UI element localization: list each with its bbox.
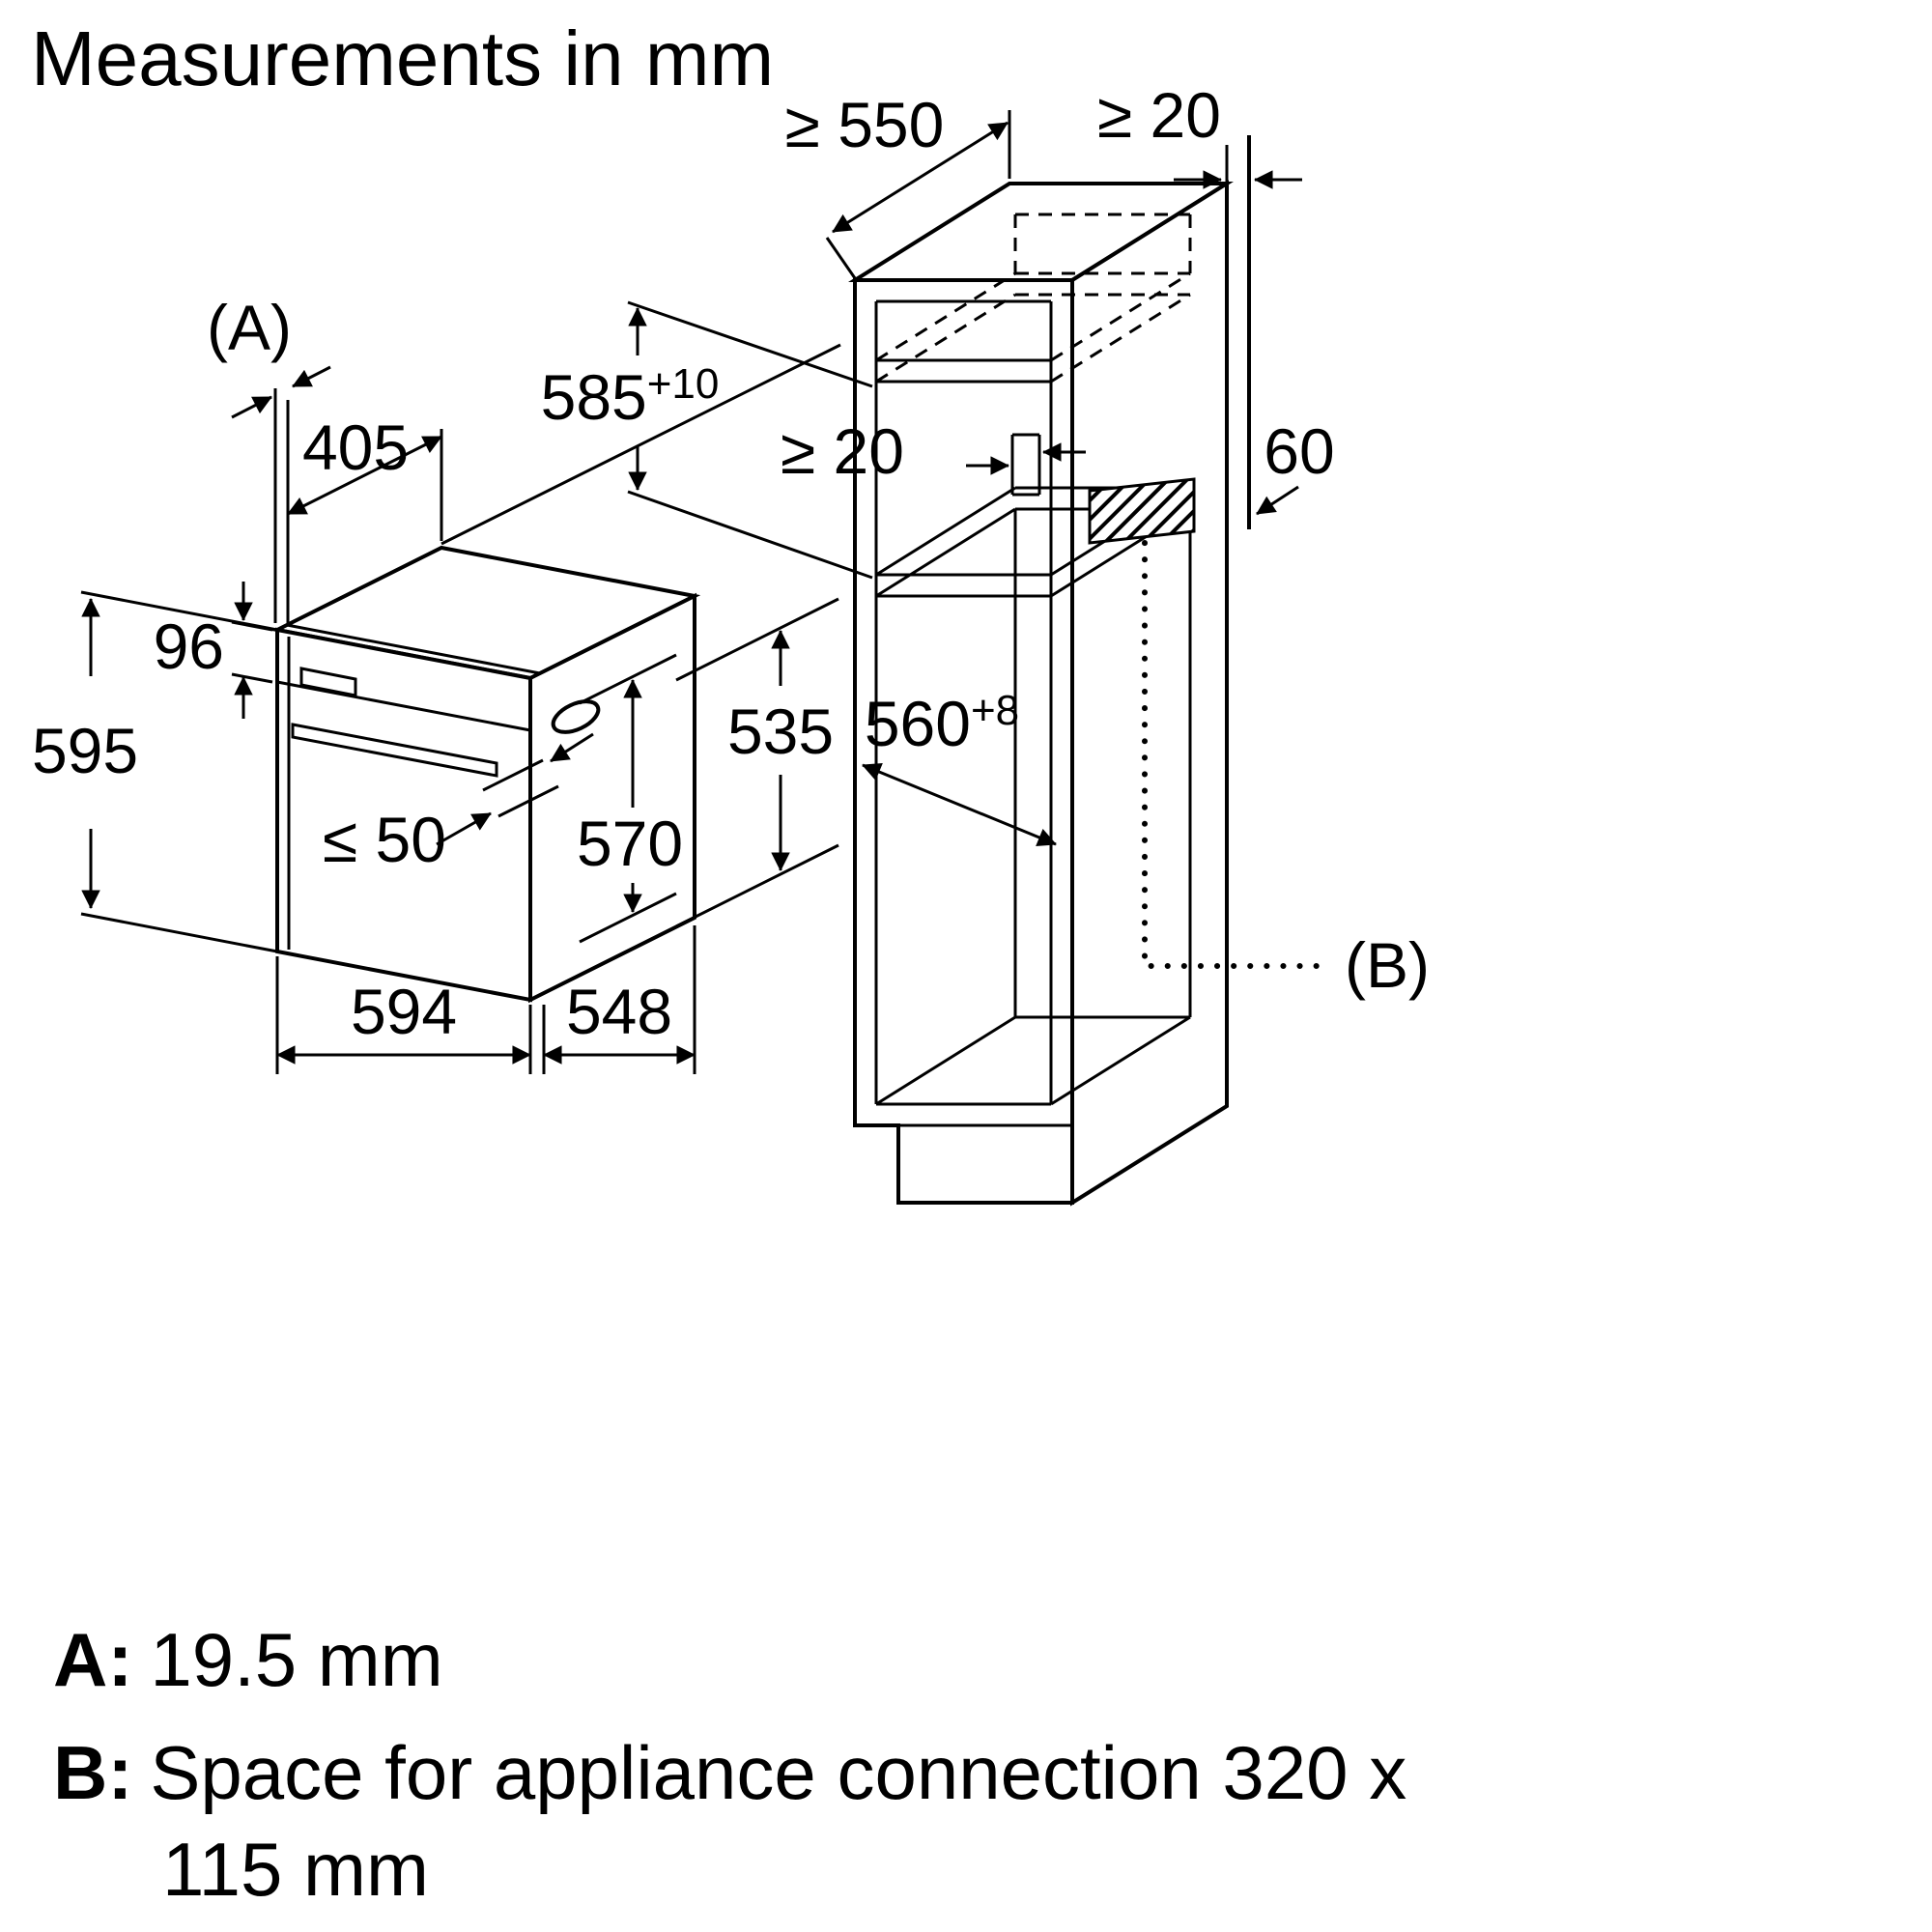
- dim-560-tolerance: +8: [971, 687, 1019, 734]
- dim-label-594: 594: [351, 976, 457, 1047]
- legend-b-value-line1: Space for appliance connection 320 x: [150, 1730, 1406, 1815]
- projection-line: [440, 343, 841, 546]
- dim-label-560: 560+8: [865, 687, 1019, 759]
- dim-rear-height-535: 535: [675, 597, 839, 928]
- cabinet-front-structure: [874, 299, 1072, 1127]
- dim-oven-height-595: 595: [32, 590, 278, 953]
- cabinet-body: [848, 135, 1251, 1207]
- dim-label-A: (A): [207, 292, 292, 363]
- legend-line-a: A:19.5 mm: [53, 1617, 443, 1702]
- dim-label-60: 60: [1264, 415, 1334, 487]
- dim-panel-height-96: 96: [154, 582, 273, 719]
- dim-top-rear-gap-20: ≥ 20: [1097, 79, 1302, 253]
- oven-display: [299, 667, 357, 697]
- dim-label-585: 585+10: [541, 360, 720, 433]
- legend-a-value: 19.5 mm: [150, 1617, 442, 1702]
- cabinet-hidden-lines: [875, 213, 1192, 384]
- dim-door-height-570: 570: [577, 653, 683, 944]
- legend-a-key: A:: [53, 1617, 132, 1702]
- legend-line-b: B:Space for appliance connection 320 x: [53, 1730, 1406, 1815]
- dim-585-value: 585: [541, 361, 647, 433]
- page-title: Measurements in mm: [31, 15, 774, 101]
- dim-front-frame-A: (A): [207, 292, 331, 626]
- oven-front-details: [276, 623, 541, 950]
- dim-niche-height-585: 585+10: [541, 300, 873, 580]
- legend-b-key: B:: [53, 1730, 132, 1815]
- dim-niche-width-560: 560+8: [862, 687, 1057, 846]
- dim-label-548: 548: [566, 976, 672, 1047]
- oven-vent-hole: [551, 699, 601, 734]
- dim-label-96: 96: [154, 611, 224, 682]
- dim-label-B: (B): [1345, 929, 1430, 1001]
- oven-door-handle: [291, 723, 498, 778]
- dim-label-550: ≥ 550: [785, 89, 945, 160]
- dim-connection-depth-60: 60: [1256, 415, 1335, 516]
- dim-label-595: 595: [32, 715, 138, 786]
- dim-top-depth-405: 405: [287, 412, 443, 541]
- dim-585-tolerance: +10: [647, 360, 720, 408]
- dim-handle-depth-50: ≤ 50: [323, 732, 594, 875]
- dim-oven-width-594: 594: [275, 956, 532, 1074]
- cabinet-drawing: ≥ 550 ≥ 20 585+10 ≥ 20 60 560+8: [541, 79, 1430, 1207]
- connection-space-hatched: [1088, 477, 1196, 545]
- dim-vent-gap-20: ≥ 20: [781, 415, 1086, 487]
- cabinet-right-face: [1070, 180, 1229, 1207]
- dim-body-depth-548: 548: [542, 925, 696, 1074]
- dim-min-depth-550: ≥ 550: [785, 89, 1011, 279]
- dim-label-535: 535: [727, 696, 834, 767]
- dim-label-405: 405: [302, 412, 409, 483]
- dim-label-50: ≤ 50: [323, 804, 446, 875]
- dim-label-vent-gap-20: ≥ 20: [781, 415, 904, 487]
- dim-560-value: 560: [865, 688, 971, 759]
- dim-label-570: 570: [577, 808, 683, 879]
- vent-spacer: [1010, 433, 1041, 497]
- connection-space-callout-B: (B): [1142, 540, 1430, 1001]
- legend: A:19.5 mm B:Space for appliance connecti…: [53, 1617, 1406, 1912]
- dim-label-top-gap-20: ≥ 20: [1097, 79, 1221, 151]
- oven-body: [270, 343, 841, 1004]
- legend-line-b2: 115 mm: [162, 1827, 429, 1912]
- oven-drawing: (A) 405 96 595 ≤ 50: [32, 292, 841, 1074]
- oven-front-face: [275, 627, 532, 1003]
